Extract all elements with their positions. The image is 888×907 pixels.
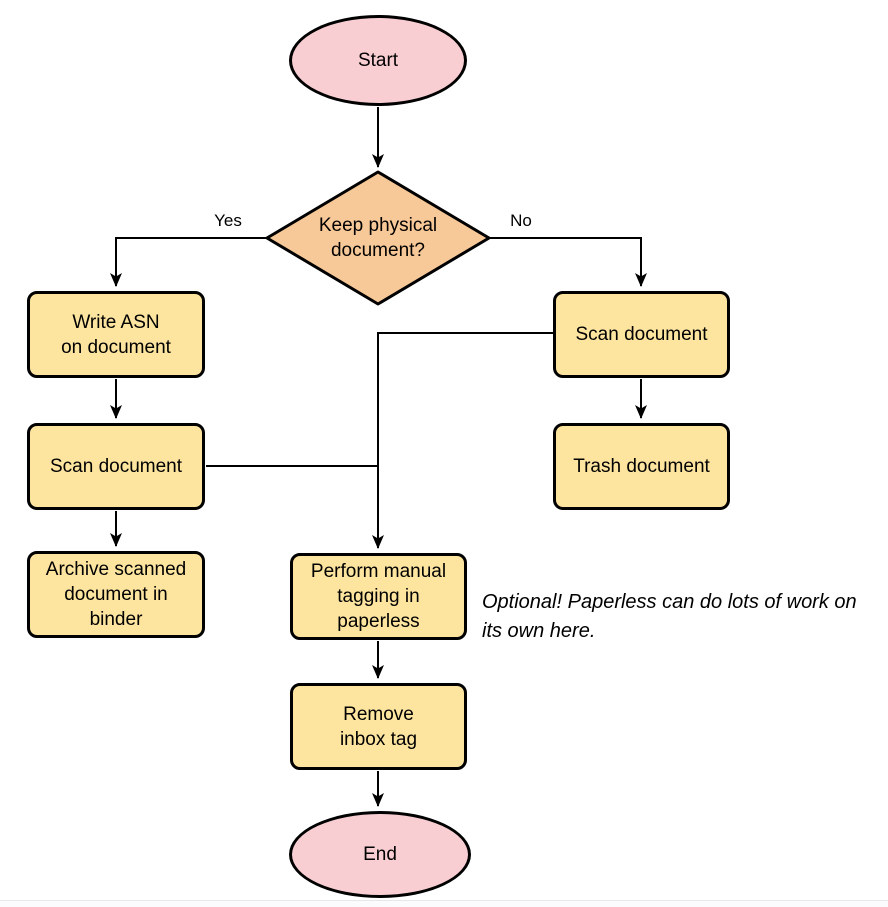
node-write-asn-label: Write ASN on document xyxy=(61,311,171,358)
edge-label-yes: Yes xyxy=(214,211,242,230)
node-trash-document: Trash document xyxy=(553,423,730,510)
node-scan-document-right-label: Scan document xyxy=(575,324,708,345)
node-start-label: Start xyxy=(357,50,399,71)
page-bottom-divider xyxy=(0,900,888,901)
annotation-note: Optional! Paperless can do lots of work … xyxy=(482,591,857,642)
node-write-asn: Write ASN on document xyxy=(27,291,205,378)
page-below-area xyxy=(0,901,888,907)
node-start: Start xyxy=(289,15,467,106)
node-scan-document-left-label: Scan document xyxy=(49,456,183,477)
node-archive-in-binder: Archive scanned document in binder xyxy=(27,551,205,638)
node-trash-document-label: Trash document xyxy=(573,456,710,477)
decision-diamond-shape xyxy=(265,170,491,306)
edge-decision-yes-to-write-asn xyxy=(110,237,267,287)
node-decision-label: Keep physical document? xyxy=(318,215,438,261)
edge-decision-no-to-scan-right xyxy=(489,237,647,287)
node-remove-inbox-tag: Remove inbox tag xyxy=(290,683,467,770)
node-archive-in-binder-label: Archive scanned document in binder xyxy=(45,559,187,630)
node-end-label: End xyxy=(363,844,397,865)
node-scan-document-left: Scan document xyxy=(27,423,205,510)
node-remove-inbox-tag-label: Remove inbox tag xyxy=(339,703,418,750)
node-manual-tagging-label: Perform manual tagging in paperless xyxy=(310,561,447,632)
node-scan-document-right: Scan document xyxy=(553,291,730,378)
node-manual-tagging: Perform manual tagging in paperless xyxy=(290,553,467,640)
node-decision: Keep physical document? xyxy=(267,172,489,304)
edge-scan-right-to-tagging xyxy=(372,332,553,549)
node-end: End xyxy=(289,811,471,898)
edge-label-no: No xyxy=(510,211,532,230)
